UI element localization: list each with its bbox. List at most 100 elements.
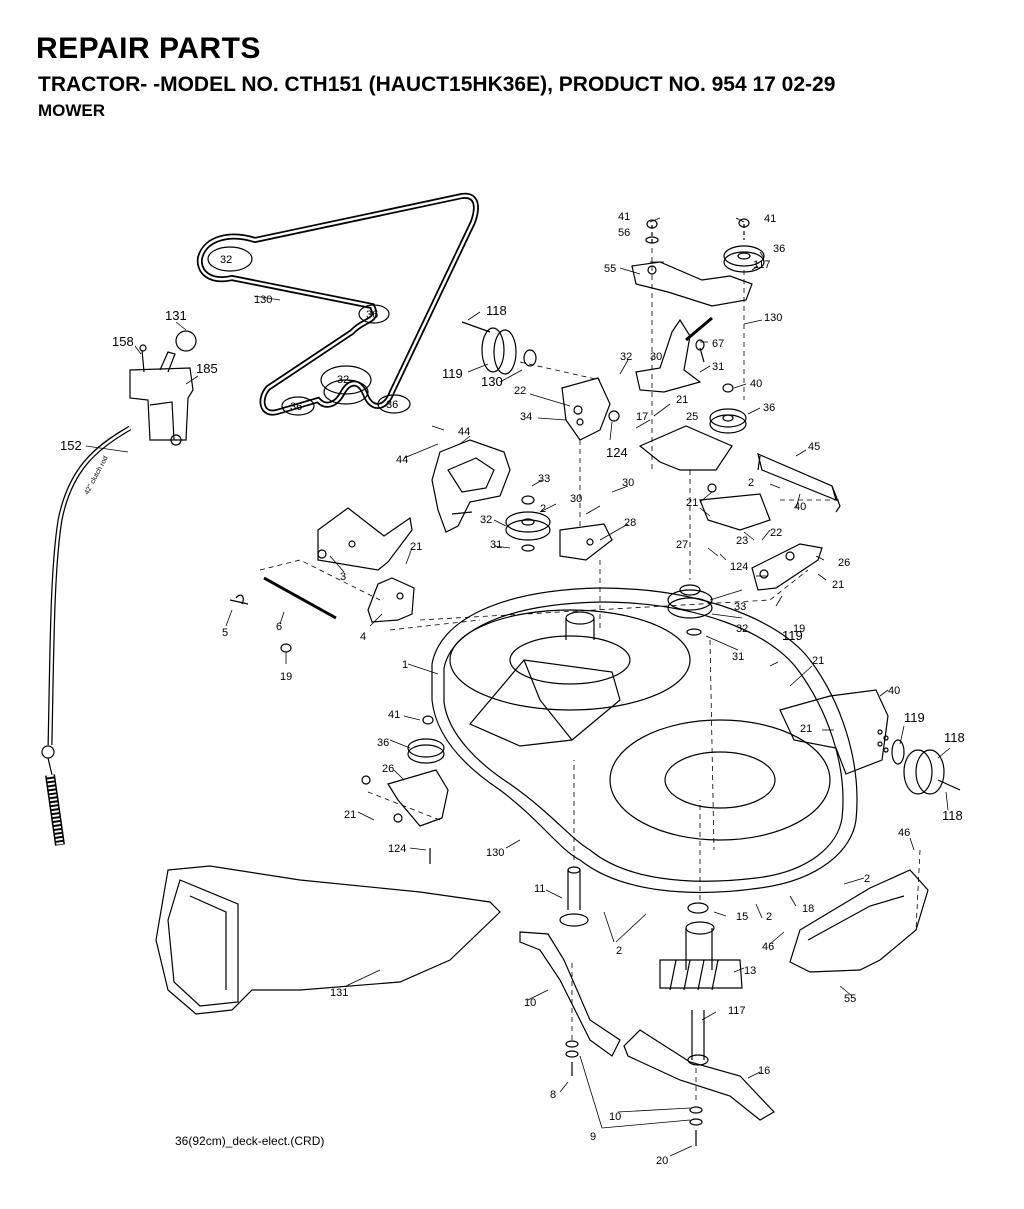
callout-label: 21 [686, 497, 698, 509]
callout-label: 117 [728, 1005, 746, 1017]
clutch-bracket [129, 330, 197, 446]
clutch-cable [41, 425, 132, 846]
callout-label: 16 [758, 1065, 770, 1077]
callout-label: 17 [636, 411, 648, 423]
callout-label: 15 [736, 911, 748, 923]
belt-label: 32 [220, 254, 232, 266]
callout-label: 33 [538, 473, 550, 485]
callout-label: 32 [620, 351, 632, 363]
callout-label: 21 [812, 655, 824, 667]
callout-label: 41 [764, 213, 776, 225]
callout-label: 4 [360, 631, 366, 643]
callout-label: 46 [898, 827, 910, 839]
callout-label: 44 [458, 426, 470, 438]
callout-label: 1 [402, 659, 408, 671]
callout-label: 40 [888, 685, 900, 697]
callout-label: 10 [524, 997, 536, 1009]
callout-label: 55 [844, 993, 856, 1005]
callout-label: 30 [570, 493, 582, 505]
callout-label: 36 [377, 737, 389, 749]
callout-label: 31 [712, 361, 724, 373]
callout-label: 131 [165, 308, 187, 323]
callout-label: 20 [656, 1155, 668, 1167]
belt-label: 36 [290, 401, 302, 413]
front-bracket [751, 543, 823, 591]
callout-label: 2 [616, 945, 622, 957]
callout-label: 131 [330, 987, 348, 999]
callout-label: 19 [280, 671, 292, 683]
callout-label: 130 [254, 294, 272, 306]
callout-label: 118 [942, 808, 963, 823]
callout-label: 44 [396, 454, 408, 466]
callout-label: 21 [410, 541, 422, 553]
callout-label: 23 [736, 535, 748, 547]
model-subtitle: TRACTOR- -MODEL NO. CTH151 (HAUCT15HK36E… [38, 73, 836, 96]
callout-label: 32 [480, 514, 492, 526]
callout-label: 25 [686, 411, 698, 423]
callout-label: 11 [534, 883, 545, 895]
mower-deck [431, 587, 858, 894]
page-title: REPAIR PARTS [36, 32, 261, 65]
callout-label: 185 [196, 361, 218, 376]
pulley-right [709, 383, 747, 434]
callout-label: 41 [618, 211, 630, 223]
callout-label: 152 [60, 438, 82, 453]
callout-label: 10 [609, 1111, 621, 1123]
spindle-right [659, 902, 743, 1066]
callout-labels: 131 158 185 152 130 118 119 130 41 56 41… [60, 211, 965, 1167]
callout-label: 8 [550, 1089, 556, 1101]
discharge-chute [155, 865, 501, 1015]
callout-label: 118 [944, 730, 965, 745]
callout-label: 40 [794, 501, 806, 513]
belt-pulley-labels: 32 36 32 36 36 [220, 254, 398, 413]
pulley-bracket [559, 523, 613, 561]
callout-label: 130 [486, 847, 504, 859]
callout-label: 124 [606, 445, 628, 460]
callout-label: 2 [540, 503, 546, 515]
callout-label: 67 [712, 338, 724, 350]
callout-label: 26 [382, 763, 394, 775]
callout-label: 124 [730, 561, 748, 573]
callout-label: 32 [736, 623, 748, 635]
wheel-bracket-right [779, 689, 961, 795]
callout-label: 130 [764, 312, 782, 324]
callout-label: 22 [770, 527, 782, 539]
callout-label: 36 [763, 402, 775, 414]
callout-label: 55 [604, 263, 616, 275]
blade-hardware [565, 1040, 703, 1146]
callout-label: 36 [773, 243, 785, 255]
drawing-id: 36(92cm)_deck-elect.(CRD) [175, 1134, 325, 1148]
section-name: MOWER [38, 101, 106, 120]
mower-belt [196, 192, 479, 416]
callout-label: 26 [838, 557, 850, 569]
blade-left [519, 931, 621, 1057]
callout-label: 33 [734, 601, 746, 613]
callout-label: 124 [388, 843, 406, 855]
left-pulley [505, 495, 551, 552]
callout-label: 2 [864, 873, 870, 885]
callout-label: 21 [832, 579, 844, 591]
callout-label: 9 [590, 1131, 596, 1143]
callout-label: 27 [676, 539, 688, 551]
callout-label: 30 [622, 477, 634, 489]
callout-label: 6 [276, 621, 282, 633]
callout-label: 2 [748, 477, 754, 489]
gauge-wheel-top [461, 321, 537, 375]
callout-label: 28 [624, 517, 636, 529]
callout-label: 119 [782, 628, 803, 643]
spindle-left [559, 866, 589, 927]
deck-idler [361, 715, 449, 864]
callout-label: 31 [490, 539, 502, 551]
callout-label: 34 [520, 411, 532, 423]
callout-label: 30 [650, 351, 662, 363]
callout-label: 13 [744, 965, 756, 977]
callout-label: 21 [676, 394, 688, 406]
callout-label: 41 [388, 709, 400, 721]
wheel-bracket-left [561, 377, 620, 441]
callout-label: 3 [340, 571, 346, 583]
callout-label: 18 [802, 903, 814, 915]
front-hanger [367, 577, 415, 623]
blade-right [623, 1029, 775, 1121]
callout-label: 22 [514, 385, 526, 397]
